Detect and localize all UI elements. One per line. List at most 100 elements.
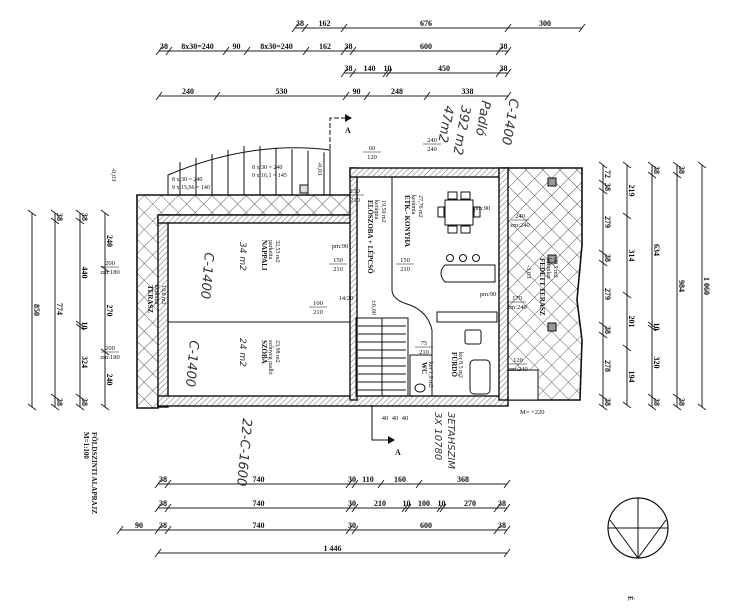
dimension-tick xyxy=(351,525,359,535)
dimension-tick xyxy=(647,161,657,169)
dimension-label: 248 xyxy=(391,87,403,96)
room-floor: ker 1,9 m2 xyxy=(427,362,433,388)
dimension-label: 38 xyxy=(296,19,304,28)
room-area: 19,50 m2 xyxy=(380,200,386,223)
dimension-tick xyxy=(439,503,447,513)
dimension-label: 240 xyxy=(105,374,114,386)
dimension-label: 320 xyxy=(652,357,661,369)
stair-label: 8 x 30 = 240 xyxy=(252,165,282,171)
title-text: FÖLDSZINTI ALAPRAJZ xyxy=(90,432,98,514)
pillar xyxy=(547,177,557,187)
note: 22-C-1600 xyxy=(233,418,254,487)
dimension-tick xyxy=(503,525,511,535)
note: Padló xyxy=(472,99,493,137)
dimension-label: 279 xyxy=(603,216,612,228)
room-area: 32,53 m2 xyxy=(274,240,280,263)
dimension-tick xyxy=(504,68,512,78)
room-floor: parketta xyxy=(267,240,273,260)
room-name: WC xyxy=(420,362,428,374)
dimension-tick xyxy=(598,331,608,339)
note: 3ETAHSZIM xyxy=(445,412,456,469)
dimension-label: 30 xyxy=(348,499,356,508)
level-terrace: -0,03 xyxy=(316,162,323,176)
dimension-label: 8x30=240 xyxy=(260,42,293,51)
dimension-label: 38 xyxy=(55,213,64,221)
opening-label: 150 xyxy=(400,257,410,264)
dimension-tick xyxy=(165,46,173,56)
level-covered-terrace: -3,03 xyxy=(525,265,532,279)
dimension-tick xyxy=(672,403,682,411)
dimension-tick xyxy=(598,187,608,195)
dimension-tick xyxy=(75,320,85,328)
dimension-label: 90 xyxy=(233,42,241,51)
dimension-column: 850 xyxy=(27,209,41,411)
dimension-label: 300 xyxy=(539,19,551,28)
opening-label: 40 xyxy=(402,415,409,422)
room-name: FÜRDŐ xyxy=(450,352,458,377)
dimension-label: 38 xyxy=(603,183,612,191)
opening-label: pm:90 xyxy=(332,243,349,250)
dimension-label: 100 xyxy=(418,499,430,508)
dimension-label: 30 xyxy=(348,475,356,484)
dimension-label: 10 xyxy=(438,499,446,508)
dimension-tick xyxy=(385,68,393,78)
note: 3X 10780 xyxy=(432,412,443,460)
opening-label: 14/20 xyxy=(339,295,354,302)
dimension-tick xyxy=(302,46,310,56)
dimension-tick xyxy=(351,479,359,489)
level-ridge: M= +220 xyxy=(520,409,545,416)
inside-stair xyxy=(358,318,406,396)
dimension-tick xyxy=(672,161,682,169)
dimension-tick xyxy=(243,46,251,56)
opening-label: 150 xyxy=(333,257,343,264)
room-name: ELŐSZOBA + LÉPCSŐ xyxy=(366,200,374,274)
dimension-tick xyxy=(647,321,657,329)
walls xyxy=(157,167,509,408)
dimension-tick xyxy=(504,23,512,33)
dimension-label: 90 xyxy=(353,87,361,96)
dimension-column: 1 060 xyxy=(697,161,711,411)
room-floor: szőnyeg padló xyxy=(267,340,273,375)
dimension-label: 38 xyxy=(652,166,661,174)
dimension-label: 676 xyxy=(420,19,432,28)
room-name: NAPPALI xyxy=(260,240,268,271)
dimension-tick xyxy=(27,403,37,411)
dimension-tick xyxy=(647,171,657,179)
dimension-label: 600 xyxy=(420,42,432,51)
dimension-tick xyxy=(351,503,359,513)
room-area: 23,98 m2 xyxy=(274,340,280,363)
dimension-label: 38 xyxy=(677,398,686,406)
room-floor: betonlap xyxy=(545,258,551,279)
dimension-tick xyxy=(50,393,60,401)
dimension-label: 440 xyxy=(80,267,89,279)
section-mark-bottom: A xyxy=(371,405,401,457)
dimension-tick xyxy=(27,209,37,217)
handwritten-notes: C-1400 C-1400 C-1400 22-C-1600 Padló 392… xyxy=(182,97,521,486)
dimension-label: 774 xyxy=(55,303,64,315)
dimension-label: 10 xyxy=(652,323,661,331)
dimension-tick xyxy=(213,91,221,101)
stair-label: 9 x 15,66 = 140 xyxy=(172,185,210,191)
north-label: É xyxy=(626,596,634,601)
dimension-label: 314 xyxy=(627,250,636,262)
dimension-label: 279 xyxy=(603,288,612,300)
dimension-tick xyxy=(401,503,409,513)
dimension-label: 38 xyxy=(159,521,167,530)
dimension-label: 38 xyxy=(159,475,167,484)
room-floor: kerámia xyxy=(410,195,416,215)
opening-label: 240 xyxy=(427,146,437,153)
dimension-tick xyxy=(363,91,371,101)
dimension-tick xyxy=(598,259,608,267)
